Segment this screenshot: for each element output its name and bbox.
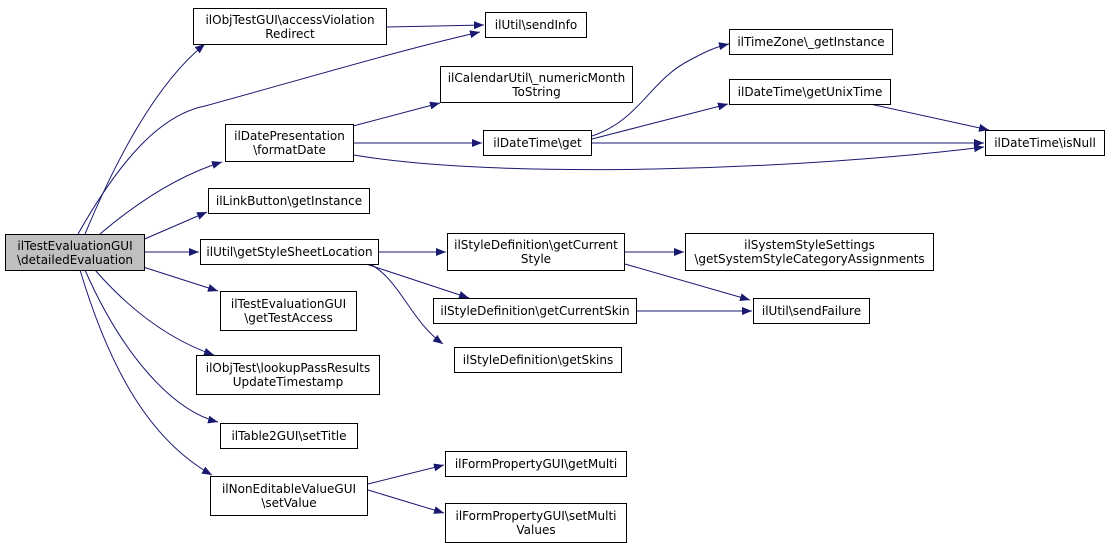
- node-testaccess[interactable]: ilTestEvaluationGUI \getTestAccess: [220, 291, 357, 331]
- node-getunix-line1: ilDateTime\getUnixTime: [737, 85, 883, 99]
- node-dtget-line1: ilDateTime\get: [493, 136, 582, 150]
- edge-dtget-timezone: [591, 42, 730, 137]
- node-calendar[interactable]: ilCalendarUtil\_numericMonth ToString: [440, 66, 633, 103]
- edge-stylesheet-curskin: [359, 261, 470, 299]
- edge-root-sendinfo: [77, 30, 481, 235]
- node-datepres-line1: ilDatePresentation: [234, 129, 345, 143]
- edge-dtget-getunix: [591, 102, 729, 140]
- node-getmulti[interactable]: ilFormPropertyGUI\getMulti: [445, 451, 627, 477]
- node-syssettings-line2: \getSystemStyleCategoryAssignments: [694, 252, 925, 266]
- edge-getunix-isnull: [869, 103, 990, 132]
- node-sendinfo-line1: ilUtil\sendInfo: [494, 18, 578, 32]
- node-root-line1: ilTestEvaluationGUI: [17, 238, 133, 253]
- node-lookup[interactable]: ilObjTest\lookupPassResults UpdateTimest…: [196, 355, 380, 395]
- node-setmulti[interactable]: ilFormPropertyGUI\setMulti Values: [445, 503, 627, 543]
- node-access-line2: Redirect: [265, 26, 315, 41]
- edge-root-linkbtn: [139, 211, 208, 242]
- node-getmulti-line1: ilFormPropertyGUI\getMulti: [454, 457, 618, 471]
- edge-root-noneditable: [79, 269, 213, 476]
- node-setmulti-line1: ilFormPropertyGUI\setMulti: [455, 509, 617, 523]
- edge-root-testaccess: [139, 265, 219, 292]
- edge-root-settitle: [84, 269, 219, 424]
- edge-root-lookup: [94, 269, 215, 356]
- node-access-line1: ilObjTestGUI\accessViolation: [205, 12, 375, 27]
- node-settitle[interactable]: ilTable2GUI\setTitle: [220, 423, 358, 449]
- node-access[interactable]: ilObjTestGUI\accessViolation Redirect: [193, 8, 387, 45]
- edge-noneditable-getmulti: [367, 463, 445, 485]
- node-curstyle-line2: Style: [520, 252, 552, 266]
- node-dtget[interactable]: ilDateTime\get: [483, 130, 592, 156]
- node-timezone[interactable]: ilTimeZone\_getInstance: [729, 29, 893, 55]
- node-getunix[interactable]: ilDateTime\getUnixTime: [729, 79, 891, 105]
- node-noneditable-line1: ilNonEditableValueGUI: [221, 482, 357, 496]
- node-root-line2: \detailedEvaluation: [16, 252, 134, 267]
- edge-noneditable-setmulti: [367, 489, 445, 514]
- edge-root-access: [84, 43, 206, 235]
- node-setmulti-line2: Values: [516, 523, 556, 537]
- edge-stylesheet-skins: [369, 263, 444, 345]
- node-timezone-line1: ilTimeZone\_getInstance: [737, 35, 885, 49]
- node-stylesheet-line1: ilUtil\getStyleSheetLocation: [206, 245, 373, 259]
- node-syssettings[interactable]: ilSystemStyleSettings \getSystemStyleCat…: [685, 233, 934, 271]
- node-lookup-line1: ilObjTest\lookupPassResults: [205, 361, 371, 375]
- node-isnull[interactable]: ilDateTime\isNull: [985, 130, 1105, 156]
- node-curstyle-line1: ilStyleDefinition\getCurrent: [454, 238, 618, 252]
- node-syssettings-line1: ilSystemStyleSettings: [744, 238, 875, 252]
- node-sendinfo[interactable]: ilUtil\sendInfo: [485, 12, 587, 38]
- node-testaccess-line1: ilTestEvaluationGUI: [230, 297, 347, 311]
- edge-curstyle-sendfailure: [624, 263, 751, 302]
- node-calendar-line2: ToString: [512, 84, 561, 99]
- node-testaccess-line2: \getTestAccess: [244, 311, 333, 325]
- node-sendfailure-line1: ilUtil\sendFailure: [761, 304, 862, 318]
- edge-datepres-calendar: [352, 101, 441, 127]
- node-lookup-line2: UpdateTimestamp: [232, 375, 344, 389]
- edge-datepres-isnull: [353, 144, 985, 171]
- node-skins-line1: ilStyleDefinition\getSkins: [462, 353, 614, 367]
- node-curskin-line1: ilStyleDefinition\getCurrentSkin: [440, 304, 630, 318]
- node-settitle-line1: ilTable2GUI\setTitle: [231, 429, 347, 443]
- node-curstyle[interactable]: ilStyleDefinition\getCurrent Style: [447, 233, 625, 271]
- node-calendar-line1: ilCalendarUtil\_numericMonth: [447, 70, 626, 85]
- node-noneditable-line2: \setValue: [261, 496, 317, 510]
- node-linkbtn[interactable]: ilLinkButton\getInstance: [208, 188, 370, 214]
- node-skins[interactable]: ilStyleDefinition\getSkins: [454, 347, 622, 373]
- node-sendfailure[interactable]: ilUtil\sendFailure: [753, 298, 870, 324]
- node-stylesheet[interactable]: ilUtil\getStyleSheetLocation: [200, 239, 379, 265]
- node-datepres[interactable]: ilDatePresentation \formatDate: [225, 124, 354, 162]
- node-curskin[interactable]: ilStyleDefinition\getCurrentSkin: [433, 298, 637, 324]
- node-root[interactable]: ilTestEvaluationGUI \detailedEvaluation: [5, 234, 145, 271]
- node-linkbtn-line1: ilLinkButton\getInstance: [215, 194, 363, 208]
- node-noneditable[interactable]: ilNonEditableValueGUI \setValue: [210, 476, 368, 516]
- edge-access-sendinfo: [386, 21, 485, 30]
- edge-root-datepres: [99, 161, 223, 235]
- node-datepres-line2: \formatDate: [253, 143, 326, 157]
- node-isnull-line1: ilDateTime\isNull: [994, 136, 1096, 150]
